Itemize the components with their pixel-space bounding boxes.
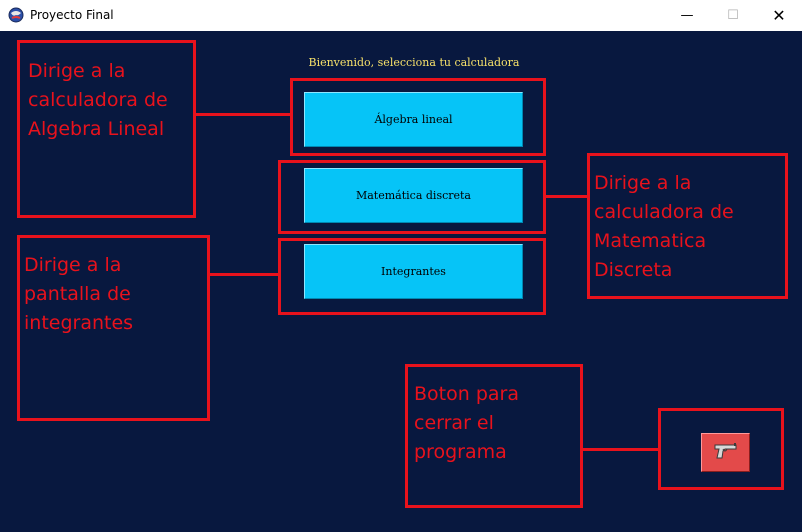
cerrar-annotation-box <box>405 364 583 508</box>
algebra-lineal-button[interactable]: Álgebra lineal <box>304 92 523 147</box>
integrantes-annotation-text: Dirige a la pantalla de integrantes <box>24 254 134 334</box>
algebra-annotation-text: Dirige a la calculadora de Algebra Linea… <box>28 60 168 140</box>
discreta-annotation-text: Dirige a la calculadora de Matematica Di… <box>594 172 734 281</box>
algebra-lineal-button-label: Álgebra lineal <box>374 113 453 126</box>
integrantes-button-label: Integrantes <box>381 265 446 278</box>
close-button[interactable]: ✕ <box>772 6 786 25</box>
discreta-annotation-box <box>587 153 788 299</box>
integrantes-annotation-box <box>17 235 210 421</box>
algebra-highlight-box <box>290 78 546 156</box>
integrantes-button[interactable]: Integrantes <box>304 244 523 299</box>
exit-highlight-box <box>658 408 784 490</box>
algebra-annotation-box <box>17 40 196 218</box>
maximize-button[interactable]: ☐ <box>727 8 739 23</box>
algebra-connector-line <box>196 113 290 116</box>
matematica-discreta-button[interactable]: Matemática discreta <box>304 168 523 223</box>
discreta-connector-line <box>546 195 587 198</box>
minimize-button[interactable]: — <box>680 8 694 23</box>
title-bar[interactable]: Proyecto Final — ☐ ✕ <box>0 0 802 31</box>
exit-button[interactable] <box>701 433 750 472</box>
gun-icon <box>713 442 739 464</box>
integrantes-connector-line <box>210 273 278 276</box>
discreta-highlight-box <box>278 160 546 234</box>
cerrar-annotation-text: Boton para cerrar el programa <box>414 383 519 463</box>
integrantes-highlight-box <box>278 238 546 315</box>
cerrar-connector-line <box>583 448 658 451</box>
window-title: Proyecto Final <box>30 8 114 22</box>
welcome-text: Bienvenido, selecciona tu calculadora <box>308 56 520 69</box>
app-globe-icon <box>8 7 24 23</box>
matematica-discreta-button-label: Matemática discreta <box>355 189 471 202</box>
